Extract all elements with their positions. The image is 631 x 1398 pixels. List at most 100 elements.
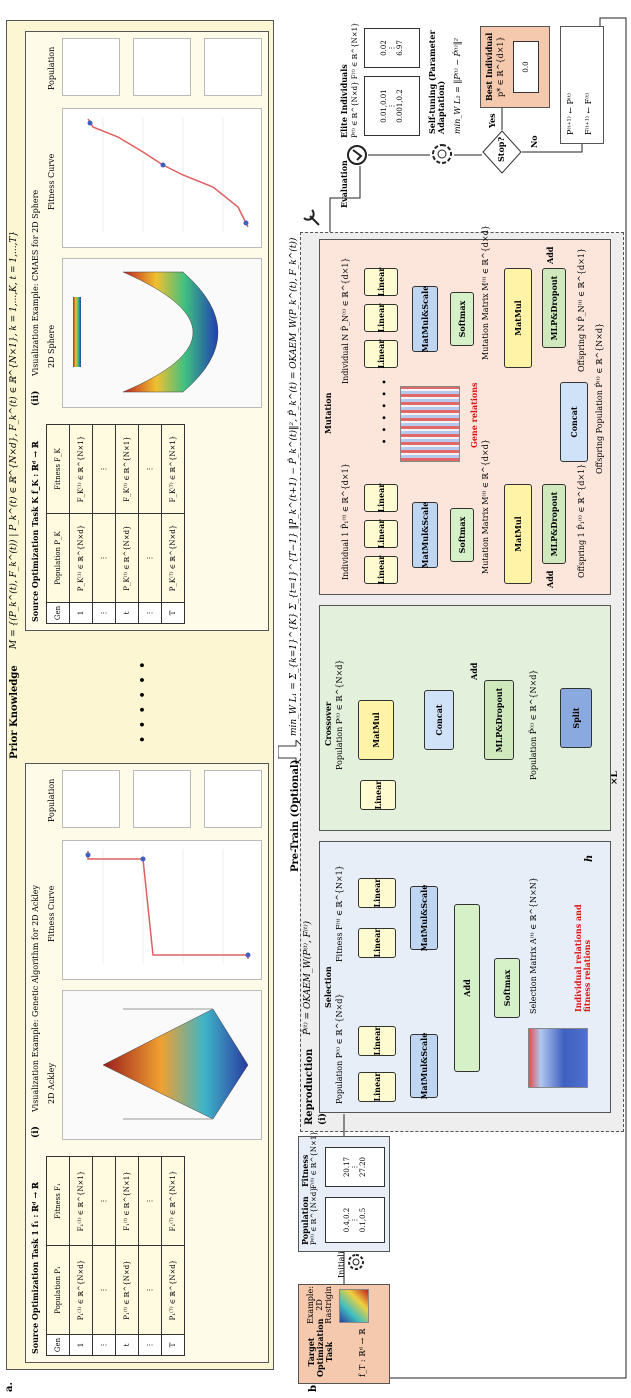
ackley-surface-plot [62,990,262,1140]
reproduction-container: Reproduction P̂⁽ᵗ⁾ = OKAEM_W(P⁽ᵗ⁾, F⁽ᵗ⁾)… [300,225,624,1132]
taskK-block: Source Optimization Task K f_K : ℝᵈ → ℝ … [25,31,269,631]
table-cell: ⋮ [92,513,116,603]
table-cell: P₁⁽¹⁾ ∈ ℝ^{N×d} [69,1245,93,1335]
selection-title: Selection [323,966,333,1008]
matmul-scale-layer: MatMul&Scale [410,1033,438,1099]
reproduction-title: Reproduction [304,1048,315,1125]
evaluation-title: Evaluation [339,160,349,208]
taskK-title: Source Optimization Task K f_K : ℝᵈ → ℝ [30,441,40,622]
best-dim: p* ∈ ℝ^{d×1} [496,36,505,97]
mutation-off1: Offspring 1 P̂₁⁽ᵗ⁾ ∈ ℝ^{d×1} [577,463,586,578]
mutation-indN: Individual N P̃_N⁽ᵗ⁾ ∈ ℝ^{d×1} [341,257,350,385]
init-fit-matrix: 20.17⋮27.20 [325,1147,385,1187]
init-pop-title: Population [300,1196,310,1245]
task1-vis-title: Visualization Example: Genetic Algorithm… [31,884,40,1112]
table-cell: ⋮ [138,1156,162,1246]
mutation-softmax: Softmax [450,508,474,562]
best-value: 0.0 [513,41,539,93]
table-cell: t [115,1334,139,1356]
elite-pop-matrix: 0.01,0.01⋮0.001,0.2 [364,76,420,136]
task1-curve-label: Fitness Curve [47,885,56,942]
mutation-matrix-1: Mutation Matrix M⁽ᵗ⁾ ∈ ℝ^{d×d} [481,439,490,574]
elite-title: Elite Individuals [339,64,349,138]
mutation-matmul: MatMul [504,484,532,584]
table-header: Gen [46,602,70,624]
elite-dims: P⁽ᵗ⁾ ∈ ℝ^{N×d} F⁽ᵗ⁾ ∈ ℝ^{N×1} [351,22,359,138]
table-header: Population P_K [46,513,70,603]
crossover-add: Add [469,662,479,680]
times-L-label: ×L [610,771,620,785]
update-pop: P⁽ᵗ⁺¹⁾ ← P⁽ᵗ⁾ [566,93,575,135]
table-cell: F_K⁽ᵗ⁾ ∈ ℝ^{N×1} [115,424,139,514]
init-fit-dim: F⁽⁰⁾ ∈ ℝ^{N×1} [310,1131,318,1189]
target-func: f_T : ℝᵈ → ℝ [358,1328,367,1377]
task1-pop-label: Population [47,778,56,822]
gene-relations: Gene relations [469,382,479,448]
ackley-surface-graphic [102,1008,249,1120]
init-pop-matrix: 0.4,0.2⋮0.1,0.5 [325,1197,385,1243]
table-cell: F_K⁽¹⁾ ∈ ℝ^{N×1} [69,424,93,514]
task1-vis-num: (i) [31,1126,41,1138]
sphere-surface-plot [62,258,262,408]
matrix-row: 0.1,0.5 [359,1207,367,1233]
linear-layer: Linear [358,1026,396,1056]
cmaes-fitness-curve [87,117,249,232]
crossover-pop-out: Population P̃⁽ᵗ⁾ ∈ ℝ^{N×d} [529,669,538,780]
table-cell: t [115,602,139,624]
taskK-func-label: 2D Sphere [47,324,56,368]
table-cell: ⋮ [138,1245,162,1335]
target-title: Target Optimization Task [306,1318,334,1377]
linear-layer: Linear [358,1072,396,1102]
table-cell: ⋮ [92,1245,116,1335]
linear-layer: Linear [358,928,396,958]
reproduction-formula: P̂⁽ᵗ⁾ = OKAEM_W(P⁽ᵗ⁾, F⁽ᵗ⁾) [303,920,313,1035]
task1-title: Source Optimization Task 1 f₁ : ℝᵈ → ℝ [30,1182,40,1354]
selection-heatmap [528,1028,588,1088]
matrix-row: ⋮ [351,1163,359,1171]
crossover-block: Crossover Population P⁽ᵗ⁾ ∈ ℝ^{N×d} Line… [319,605,611,831]
table-header: Population P₁ [46,1245,70,1335]
matrix-row: ⋮ [388,44,396,52]
table-header: Fitness F_K [46,424,70,514]
h-label: h [584,854,595,862]
update-fit: F⁽ᵗ⁺¹⁾ ← F⁽ᵗ⁾ [584,92,593,135]
prior-knowledge-panel: Prior Knowledge M = {(P_k^(t), F_k^(t)) … [6,20,274,1370]
init-pop-dim: P⁽⁰⁾ ∈ ℝ^{N×d} [310,1187,318,1245]
table-cell: P_K⁽¹⁾ ∈ ℝ^{N×d} [69,513,93,603]
mutation-offN: Offspring N P̂_N⁽ᵗ⁾ ∈ ℝ^{d×1} [577,248,586,372]
table-cell: ⋮ [138,424,162,514]
taskK-vis-num: (ii) [31,390,41,406]
taskK-pop-label: Population [47,46,56,90]
mutation-add: Add [545,570,555,588]
matrix-row: 0.01,0.01 [380,89,388,123]
matrix-row: 0.02 [380,40,388,56]
prior-formula: M = {(P_k^(t), F_k^(t)) | P_k^(t) ∈ ℝ^{N… [9,230,19,649]
linear-layer: Linear [364,484,398,512]
crossover-split: Split [560,688,592,748]
table-cell: P₁⁽ᵀ⁾ ∈ ℝ^{N×d} [161,1245,185,1335]
matmul-scale-layer: MatMul&Scale [410,885,438,951]
table-cell: ⋮ [92,1334,116,1356]
population-scatter-2 [133,770,191,828]
linear-layer: Linear [364,556,398,584]
table-cell: T [161,602,185,624]
mutation-ind1: Individual 1 P̃₁⁽ᵗ⁾ ∈ ℝ^{d×1} [341,463,350,580]
prior-title: Prior Knowledge [9,665,20,759]
mutation-mlp: MLP&Dropout [542,484,566,564]
linear-layer: Linear [364,520,398,548]
linear-layer: Linear [364,340,398,368]
table-cell: P_K⁽ᵀ⁾ ∈ ℝ^{N×d} [161,513,185,603]
no-label: No [529,135,539,148]
mutation-mlp: MLP&Dropout [542,268,566,348]
stop-label: Stop? [496,136,506,162]
mutation-add: Add [545,246,555,264]
init-fit-title: Fitness [300,1154,310,1187]
matrix-row: ⋮ [351,1216,359,1224]
population-scatter-3 [204,770,262,828]
matmul-scale-layer: MatMul&Scale [412,286,438,352]
rastrigin-thumbnail [339,1289,369,1323]
table-cell: P_K⁽ᵗ⁾ ∈ ℝ^{N×d} [115,513,139,603]
table-cell: F₁⁽ᵀ⁾ ∈ ℝ^{N×1} [161,1156,185,1246]
repro-i-label: (i) [318,1113,328,1125]
update-box: P⁽ᵗ⁺¹⁾ ← P⁽ᵗ⁾ F⁽ᵗ⁺¹⁾ ← F⁽ᵗ⁾ [560,26,604,144]
